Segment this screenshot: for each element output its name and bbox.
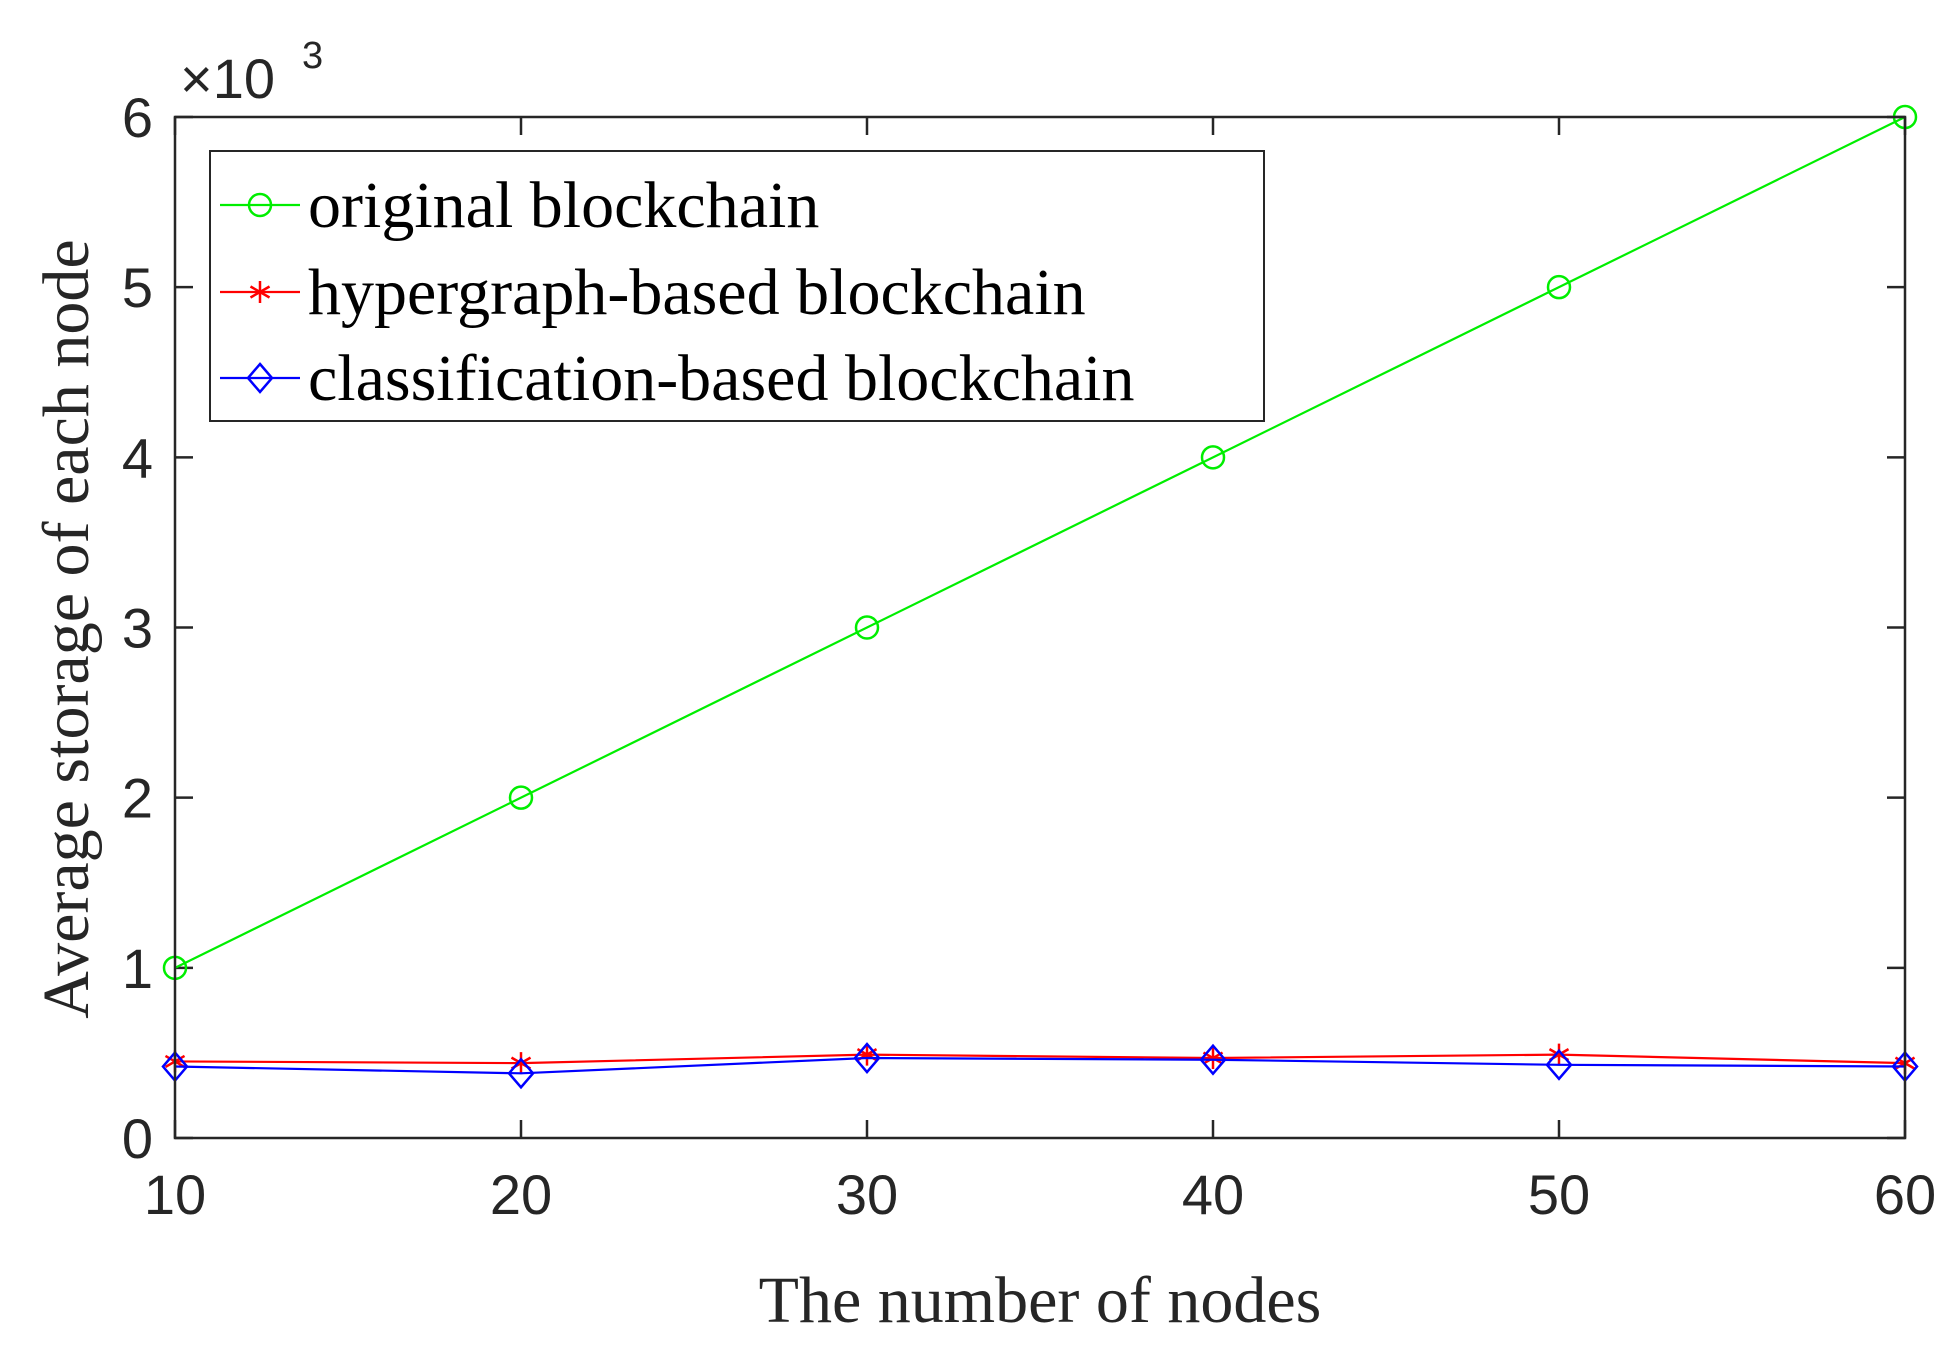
data-point [1199, 1043, 1227, 1076]
series-line [174, 1053, 1906, 1065]
x-tick-label: 50 [1528, 1163, 1590, 1226]
x-tick-label: 60 [1874, 1163, 1936, 1226]
axis-ticks: 10 20 30 40 50 60 0 1 2 3 4 5 6 [122, 86, 1936, 1226]
legend-item: classification-based blockchain [220, 342, 1135, 415]
y-tick-label: 4 [122, 426, 153, 489]
legend-box [209, 150, 1265, 422]
series-layer [161, 104, 1919, 1090]
y-axis-label: Average storage of each node [30, 239, 103, 1018]
data-point [1546, 274, 1572, 300]
legend: original blockchain hypergraph-based bloc… [209, 150, 1265, 422]
y-tick-label: 5 [122, 256, 153, 319]
data-point [508, 785, 534, 810]
y-tick-label: 1 [122, 937, 153, 1000]
y-tick-label: 0 [122, 1107, 153, 1170]
legend-label: original blockchain [308, 169, 819, 242]
y-exponent-multiplier: ×10 [180, 47, 275, 110]
y-tick-label: 3 [122, 597, 153, 660]
legend-item: original blockchain [220, 169, 819, 242]
y-exponent-power: 3 [302, 35, 323, 77]
x-axis-label: The number of nodes [759, 1264, 1322, 1337]
x-tick-label: 10 [144, 1163, 206, 1226]
y-tick-label: 6 [122, 86, 153, 149]
x-tick-label: 20 [490, 1163, 552, 1226]
legend-items: original blockchain hypergraph-based bloc… [220, 169, 1135, 415]
legend-swatch-marker [249, 281, 271, 303]
series-line [174, 116, 1906, 969]
data-point [1200, 445, 1226, 470]
legend-label: classification-based blockchain [308, 342, 1135, 415]
data-point [1545, 1048, 1573, 1081]
legend-label: hypergraph-based blockchain [308, 256, 1086, 329]
data-point [854, 615, 880, 640]
data-point [853, 1042, 881, 1074]
legend-item: hypergraph-based blockchain [220, 256, 1086, 329]
y-tick-label: 2 [122, 767, 153, 830]
x-tick-label: 40 [1182, 1163, 1244, 1226]
axes-box [173, 115, 1907, 1140]
series-line [174, 1056, 1906, 1075]
legend-swatch-marker [246, 362, 274, 394]
x-tick-label: 30 [836, 1163, 898, 1226]
data-point [507, 1057, 535, 1090]
legend-swatch-marker [247, 192, 273, 218]
